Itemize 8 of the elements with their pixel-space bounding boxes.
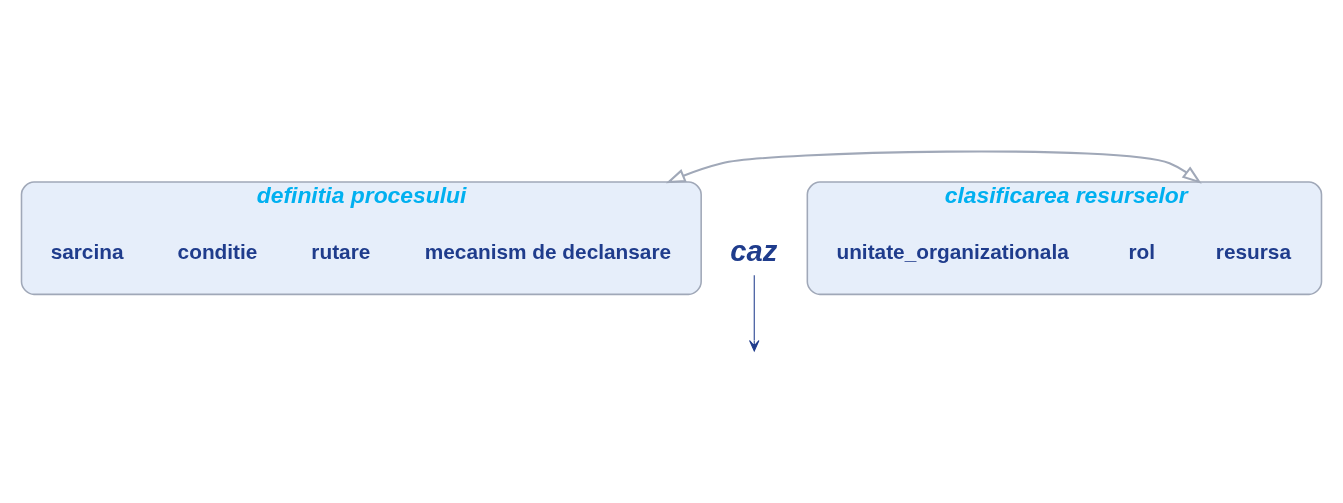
node-text: mecanism de declansare [424, 239, 672, 263]
node-text: resursa [1215, 239, 1292, 263]
node-text: rol [1128, 239, 1156, 263]
node-text: sarcina [50, 239, 124, 263]
node-text: caz [730, 234, 778, 267]
node-text: unitate_organizationala [836, 239, 1069, 263]
node-text: rutare [311, 239, 371, 263]
node-text: conditie [177, 239, 258, 263]
